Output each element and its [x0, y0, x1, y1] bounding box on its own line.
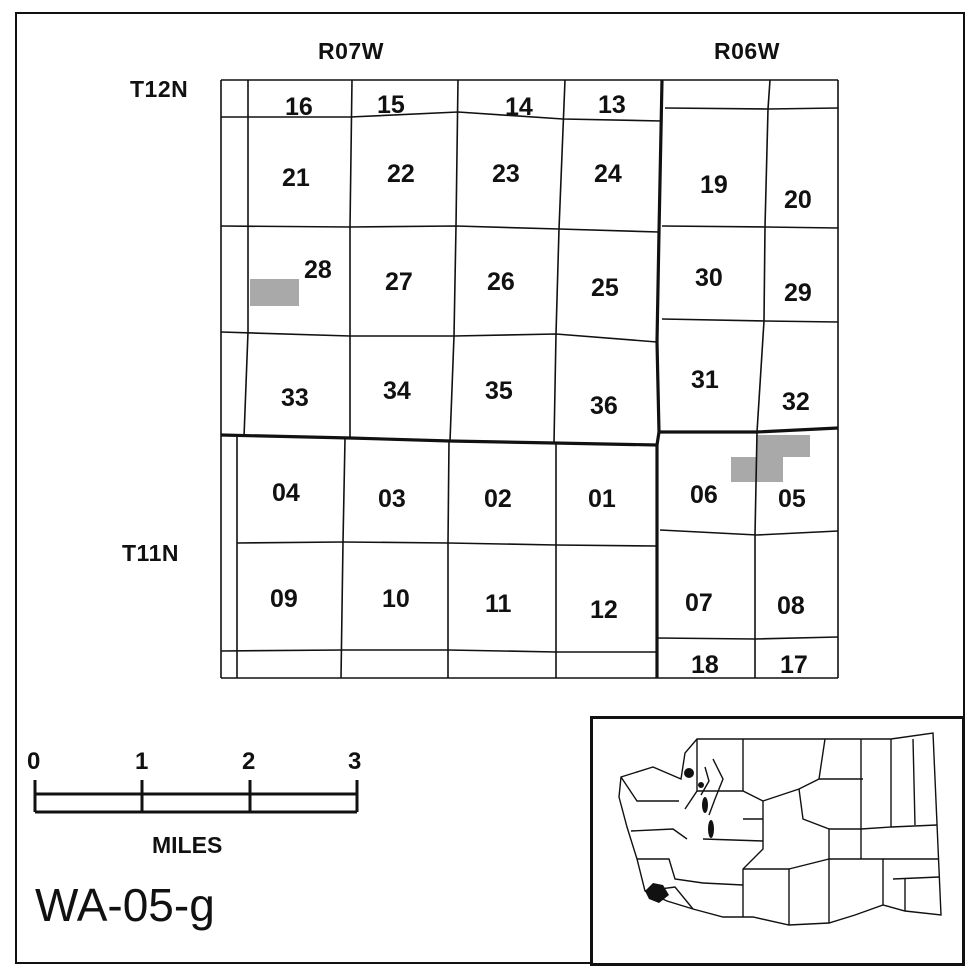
section-number: 20 [784, 186, 812, 214]
highlighted-parcels [250, 279, 810, 482]
section-number: 30 [695, 264, 723, 292]
section-number: 07 [685, 589, 713, 617]
section-number: 35 [485, 377, 513, 405]
map-id-label: WA-05-g [35, 879, 215, 931]
section-number: 05 [778, 485, 806, 513]
section-number: 15 [377, 91, 405, 119]
state-boundary [618, 732, 942, 926]
section-number: 18 [691, 651, 719, 679]
section-number: 10 [382, 585, 410, 613]
section-number: 13 [598, 91, 626, 119]
section-number: 01 [588, 485, 616, 513]
scale-unit-label: MILES [152, 832, 223, 858]
section-number: 27 [385, 268, 413, 296]
section-number: 23 [492, 160, 520, 188]
island-shape [698, 782, 704, 788]
scale-bar [33, 780, 359, 814]
section-number: 12 [590, 596, 618, 624]
range-label-r07w: R07W [318, 38, 384, 64]
section-number: 34 [383, 377, 411, 405]
section-number: 03 [378, 485, 406, 513]
parcel-highlight-sec28 [250, 279, 299, 306]
scale-tick-2: 2 [242, 748, 256, 775]
section-number: 11 [485, 590, 512, 618]
section-number: 16 [285, 93, 313, 121]
scale-tick-3: 3 [348, 748, 362, 775]
section-number: 21 [282, 164, 310, 192]
section-number: 26 [487, 268, 515, 296]
township-label-t11n: T11N [122, 540, 179, 566]
township-range-boundaries [220, 79, 839, 678]
section-number: 04 [272, 479, 300, 507]
island-shape [708, 820, 714, 838]
section-number: 33 [281, 384, 309, 412]
section-number: 14 [505, 93, 533, 121]
section-number: 08 [777, 592, 805, 620]
section-number: 22 [387, 160, 415, 188]
scale-tick-1: 1 [135, 748, 149, 775]
range-label-r06w: R06W [714, 38, 780, 64]
section-number: 31 [691, 366, 719, 394]
parcel-highlight-sec05-mid [755, 457, 783, 482]
map-frame [15, 12, 965, 964]
island-shape [684, 768, 694, 778]
section-numbers: 16 15 14 13 21 22 23 24 28 27 26 25 33 3… [270, 91, 812, 679]
section-number: 24 [594, 160, 622, 188]
section-number: 02 [484, 485, 512, 513]
section-number: 06 [690, 481, 718, 509]
state-locator-inset [590, 716, 965, 966]
section-number: 25 [591, 274, 619, 302]
island-shape [702, 797, 708, 813]
washington-state-outline [618, 732, 942, 926]
township-label-t12n: T12N [130, 76, 189, 102]
section-lines [220, 79, 839, 679]
parcel-highlight-sec05-north [757, 435, 810, 457]
location-highlight [645, 883, 669, 903]
section-number: 09 [270, 585, 298, 613]
section-number: 19 [700, 171, 728, 199]
section-number: 32 [782, 388, 810, 416]
section-number: 17 [780, 651, 808, 679]
section-number: 36 [590, 392, 618, 420]
scale-tick-0: 0 [27, 748, 41, 775]
parcel-highlight-sec06 [731, 457, 755, 482]
section-number: 29 [784, 279, 812, 307]
section-number: 28 [304, 256, 332, 284]
